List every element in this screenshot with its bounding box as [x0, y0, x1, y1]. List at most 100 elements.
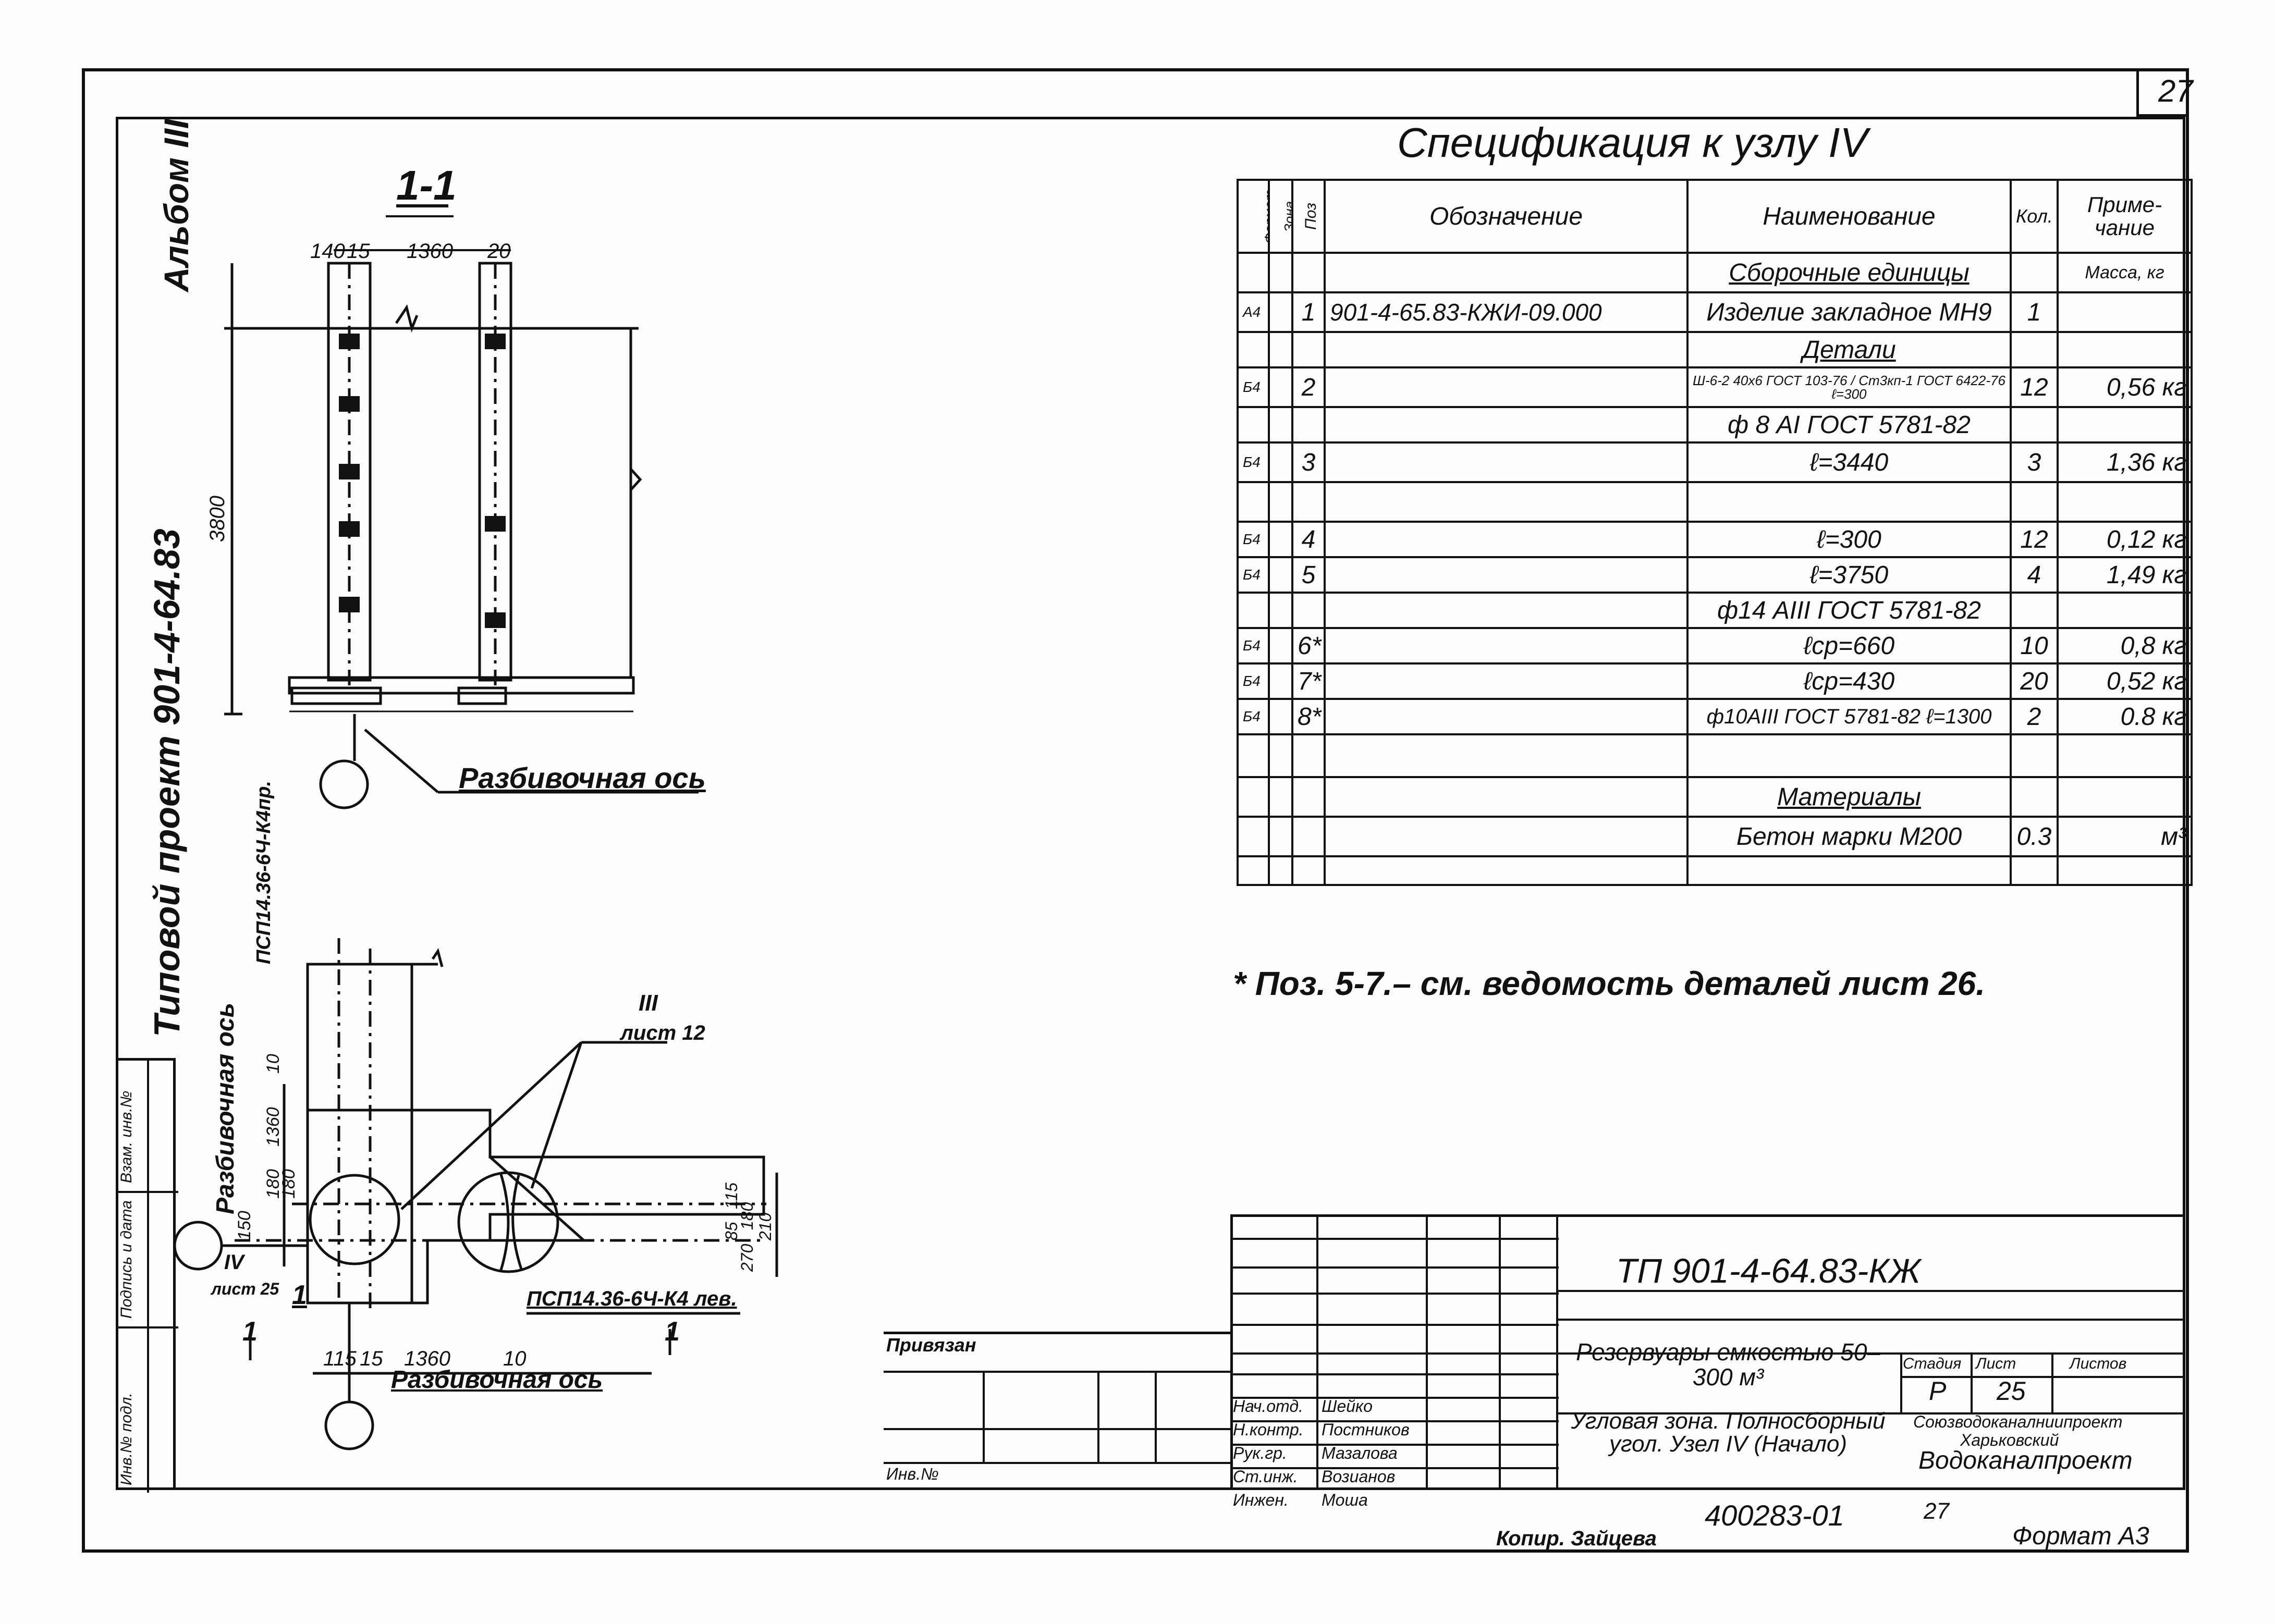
tb-sheet-title: Угловая зона. Полносборный угол. Узел IV… [1571, 1408, 1886, 1457]
spec-cell-format: Б4 [1237, 521, 1270, 558]
spec-cell-designation [1324, 698, 1689, 735]
stamp-sheet: 27 [1924, 1498, 1949, 1524]
spec-cell-note [2057, 733, 2193, 778]
spec-cell-pos: 1 [1291, 291, 1326, 333]
spec-cell-zone [1268, 406, 1293, 444]
plan-top-mark: ПСП14.36-6Ч-К4пр. [253, 780, 275, 964]
spec-cell-format [1237, 855, 1270, 886]
tb-person-name: Постников [1322, 1420, 1410, 1439]
dim-140: 140 [310, 240, 345, 263]
spec-cell-designation [1324, 556, 1689, 594]
copier: Копир. Зайцева [1496, 1527, 1657, 1550]
tb-person-name: Возианов [1322, 1467, 1396, 1486]
spec-cell-name: Ш-6-2 40х6 ГОСТ 103-76 / Ст3кп-1 ГОСТ 64… [1686, 366, 2012, 408]
spec-cell-pos: 2 [1291, 366, 1326, 408]
spec-row [1237, 855, 2193, 886]
spec-cell-zone [1268, 855, 1293, 886]
spec-cell-designation [1324, 733, 1689, 778]
tb-person-role: Инжен. [1233, 1491, 1289, 1509]
spec-cell-note [2057, 331, 2193, 368]
spec-cell-name: ℓ=3750 [1686, 556, 2012, 594]
spec-cell-format [1237, 331, 1270, 368]
plan-dim-left-0: 10 [263, 1054, 283, 1074]
spec-cell-format [1237, 481, 1270, 523]
hdr-zone: Зона [1281, 201, 1292, 232]
tb-inv: Инв.№ [886, 1465, 939, 1483]
spec-cell-name [1686, 481, 2012, 523]
spec-cell-name: ℓ=300 [1686, 521, 2012, 558]
hdr-note: Приме- чание [2057, 179, 2193, 254]
spec-cell-zone [1268, 291, 1293, 333]
spec-cell-pos [1291, 406, 1326, 444]
tb-sheet-label: Лист [1976, 1355, 2016, 1372]
spec-cell-designation [1324, 521, 1689, 558]
hdr-name: Наименование [1686, 179, 2012, 254]
spec-cell-pos [1291, 816, 1326, 857]
plan-dim-left-3: 180 [263, 1169, 283, 1199]
plan-axis-bottom: Разбивочная ось [391, 1366, 603, 1394]
spec-cell-name: Изделие закладное МН9 [1686, 291, 2012, 333]
spec-cell-pos: 8* [1291, 698, 1326, 735]
spec-cell-format [1237, 592, 1270, 629]
spec-cell-note: 0.8 кг [2057, 698, 2193, 735]
spec-row: Детали [1237, 331, 2193, 368]
tb-person-role: Ст.инж. [1233, 1467, 1298, 1486]
spec-cell-designation [1324, 366, 1689, 408]
tb-org-3: Водоканалпроект [1918, 1447, 2133, 1474]
spec-row: Материалы [1237, 776, 2193, 818]
spec-title: Спецификация к узлу IV [1397, 119, 1868, 166]
spec-cell-zone [1268, 816, 1293, 857]
spec-cell-format: Б4 [1237, 698, 1270, 735]
format-label: Формат А3 [2012, 1522, 2149, 1550]
spec-cell-zone [1268, 556, 1293, 594]
spec-cell-pos: 3 [1291, 441, 1326, 483]
spec-row: ф14 АIII ГОСТ 5781-82 [1237, 592, 2193, 629]
plan-dim-bottom-3: 10 [503, 1347, 527, 1370]
tb-stage: Р [1929, 1376, 1947, 1406]
spec-cell-pos [1291, 252, 1326, 293]
spec-cell-note [2057, 855, 2193, 886]
plan-dim-right-3: 180 [738, 1202, 756, 1230]
dim-1360: 1360 [407, 240, 453, 263]
spec-cell-designation [1324, 331, 1689, 368]
plan-dim-bottom-0: 115 [323, 1347, 357, 1370]
spec-cell-qty: 3 [2010, 441, 2059, 483]
tb-sheets-label: Листов [2070, 1355, 2127, 1372]
spec-cell-designation [1324, 662, 1689, 700]
tb-person-role: Рук.гр. [1233, 1444, 1287, 1462]
tb-person-name: Моша [1322, 1491, 1368, 1509]
spec-cell-zone [1268, 662, 1293, 700]
plan-mark-bottom: ПСП14.36-6Ч-К4 лев. [527, 1287, 737, 1310]
spec-row: ф 8 АI ГОСТ 5781-82 [1237, 406, 2193, 444]
spec-cell-name [1686, 733, 2012, 778]
spec-cell-name: ф14 АIII ГОСТ 5781-82 [1686, 592, 2012, 629]
spec-cell-qty [2010, 733, 2059, 778]
spec-cell-name: Бетон марки М200 [1686, 816, 2012, 857]
node-ref-IV: IV [224, 1251, 244, 1274]
title-block [884, 1214, 2185, 1490]
spec-cell-zone [1268, 776, 1293, 818]
spec-cell-note: 1,49 кг [2057, 556, 2193, 594]
spec-cell-name: Детали [1686, 331, 2012, 368]
spec-cell-pos: 4 [1291, 521, 1326, 558]
dim-20: 20 [487, 240, 511, 263]
margin-stamp [116, 1058, 178, 1493]
spec-cell-format [1237, 776, 1270, 818]
spec-cell-qty [2010, 406, 2059, 444]
spec-row [1237, 733, 2193, 778]
tb-org-2: Харьковский [1960, 1431, 2059, 1449]
spec-cell-designation [1324, 592, 1689, 629]
spec-cell-pos: 5 [1291, 556, 1326, 594]
hdr-qty: Кол. [2010, 179, 2059, 254]
hdr-designation: Обозначение [1324, 179, 1689, 254]
spec-cell-format [1237, 816, 1270, 857]
spec-cell-note: м³ [2057, 816, 2193, 857]
page-number: 27 [2158, 73, 2193, 108]
spec-cell-qty [2010, 776, 2059, 818]
spec-cell-qty: 20 [2010, 662, 2059, 700]
